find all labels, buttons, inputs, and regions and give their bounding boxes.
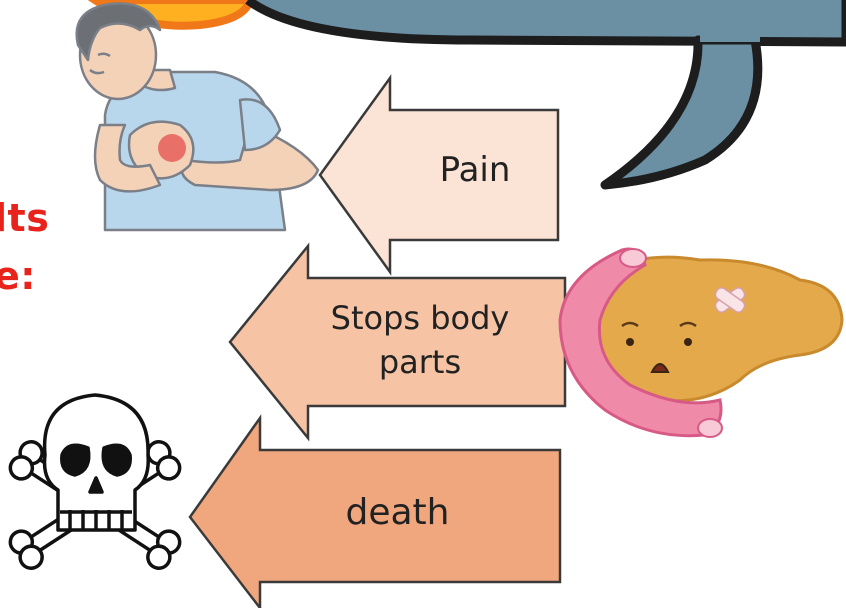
heading-fragment-2: e: — [0, 254, 36, 298]
heading-fragment-1: lts — [0, 196, 49, 240]
arrow-label-death: death — [300, 492, 495, 533]
arrow-label-pain: Pain — [395, 150, 555, 190]
skull-crossbones-icon — [6, 395, 184, 572]
arrow-label-stops-body-parts: Stops body parts — [305, 296, 535, 384]
sad-pancreas-icon — [560, 249, 842, 437]
chest-pain-man-icon — [77, 4, 318, 230]
